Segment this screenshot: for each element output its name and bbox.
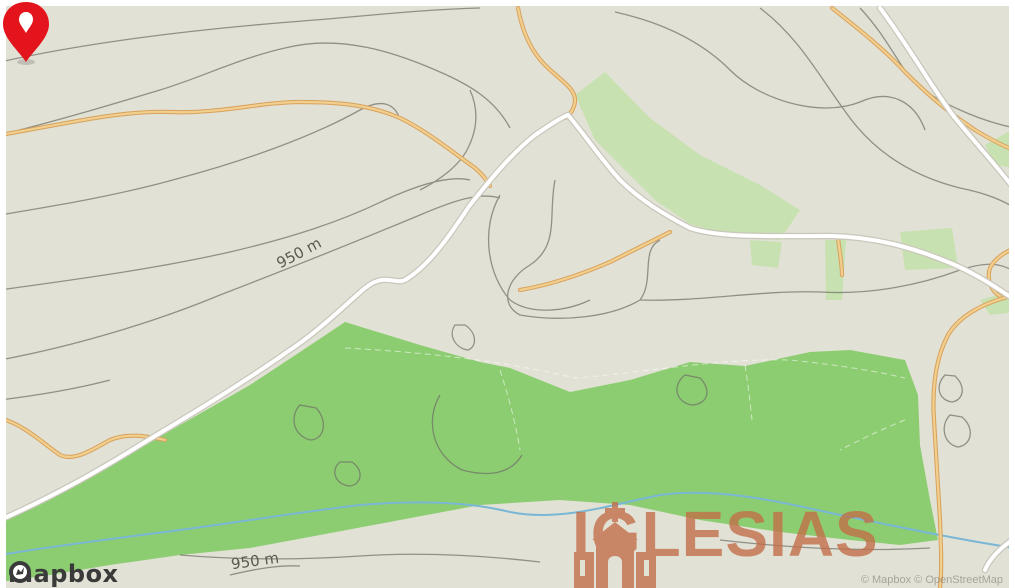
river <box>0 491 1015 556</box>
contour-lines <box>0 7 1015 576</box>
mapbox-logo[interactable]: mapbox <box>8 560 119 588</box>
mapbox-icon <box>9 561 31 583</box>
map-pin-icon[interactable] <box>0 0 52 66</box>
tracks <box>0 5 1015 588</box>
forest-trails <box>344 347 906 451</box>
church-icon <box>574 502 656 588</box>
map-attribution[interactable]: © Mapbox © OpenStreetMap <box>860 574 1003 586</box>
roads <box>0 4 1015 574</box>
iglesias-watermark: IGLESIAS <box>572 502 879 588</box>
frame-right <box>1009 0 1015 588</box>
forest-area <box>0 322 938 582</box>
frame-top <box>0 0 1015 6</box>
frame-left <box>0 0 6 588</box>
